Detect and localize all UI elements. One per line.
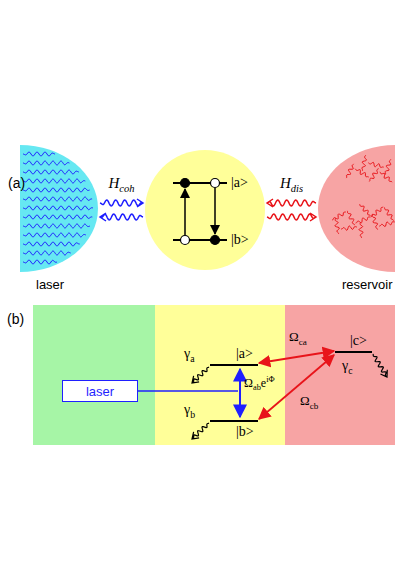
light-wave <box>23 179 85 183</box>
thermal-wave <box>379 222 394 227</box>
laser-shape <box>20 145 98 272</box>
atom-circle <box>145 150 265 270</box>
transition-arrow <box>184 189 186 235</box>
annotation: γc <box>342 359 353 373</box>
node-label: |b> <box>231 233 249 247</box>
annotation: Ωcb <box>300 394 318 407</box>
light-wave <box>23 233 86 237</box>
transition-arrow <box>214 188 216 234</box>
level-c <box>335 351 372 353</box>
text-part: b <box>190 409 195 420</box>
text-part: Ω <box>244 376 253 390</box>
annotation: γb <box>184 403 195 417</box>
thermal-wave <box>360 204 371 216</box>
atom-system: |a> |b> <box>145 150 265 270</box>
thermal-wave <box>368 162 383 167</box>
light-wave <box>23 161 69 165</box>
text-part: c <box>348 365 352 376</box>
text-part: Ω <box>300 393 310 408</box>
reservoir-bath: reservoir <box>318 145 395 272</box>
thermal-wave <box>341 226 357 230</box>
annotation: |c> <box>350 334 367 348</box>
text-part: iΦ <box>266 375 274 384</box>
node-shape <box>318 145 395 272</box>
text-part: H <box>280 175 291 191</box>
text-part: γ <box>184 402 190 417</box>
node-label: |a> <box>231 176 248 190</box>
text-part: cb <box>310 401 319 411</box>
light-wave <box>23 170 79 174</box>
thermal-wave <box>332 212 346 220</box>
annotation: ΩabeiΦ <box>244 377 275 389</box>
text-part: γ <box>342 358 348 373</box>
thermal-wave <box>356 217 371 223</box>
text-part: e <box>261 376 266 390</box>
light-wave <box>23 215 92 219</box>
text-part: dis <box>291 183 303 194</box>
text-part: H <box>108 175 119 191</box>
annotation: |b> <box>236 425 254 439</box>
reservoir-shape <box>318 145 395 272</box>
interaction-waves <box>267 199 316 221</box>
population-dot <box>211 179 220 188</box>
thermal-wave <box>384 207 393 220</box>
decay-wave <box>192 367 209 383</box>
interaction-waves <box>100 199 143 221</box>
thermal-wave <box>385 159 391 174</box>
node-shape <box>145 150 265 270</box>
text-part: ca <box>299 337 307 347</box>
coupling-arrow <box>259 351 334 363</box>
light-wave <box>23 251 71 255</box>
light-wave <box>23 197 92 201</box>
thermal-wave <box>355 169 369 177</box>
thermal-wave <box>380 172 392 182</box>
laser-box: laser <box>62 380 138 402</box>
thermal-wave <box>369 169 378 182</box>
thermal-wave <box>362 155 367 171</box>
level-a <box>210 364 258 366</box>
thermal-wave <box>372 214 377 229</box>
population-dot <box>211 236 220 245</box>
text-part: ab <box>253 383 261 392</box>
coupling-arrow <box>259 355 334 419</box>
annotation: γa <box>184 347 195 361</box>
thermal-wave <box>346 164 354 178</box>
light-wave <box>23 242 80 246</box>
laser-source: laser <box>20 145 98 272</box>
laser-beam <box>138 390 238 392</box>
node-shape <box>20 145 98 272</box>
light-wave <box>23 206 93 210</box>
thermal-wave <box>335 218 340 234</box>
edge-label: Hcoh <box>108 176 134 191</box>
annotation: (b) <box>7 312 24 326</box>
population-dot <box>181 236 190 245</box>
annotation: Ωca <box>289 330 307 343</box>
annotation: |a> <box>236 347 253 361</box>
text-part: coh <box>119 183 134 194</box>
decay-wave <box>373 354 387 377</box>
atom-band <box>155 305 285 445</box>
text-part: γ <box>184 346 190 361</box>
light-wave <box>23 260 57 264</box>
node-label: reservoir <box>342 278 393 291</box>
laser-band <box>33 305 155 445</box>
light-wave <box>23 188 90 192</box>
decay-wave <box>192 423 209 439</box>
light-wave <box>23 152 55 156</box>
text-part: Ω <box>289 329 299 344</box>
text-part: a <box>190 353 194 364</box>
coupling-arrow <box>239 369 241 417</box>
node-label: laser <box>86 385 114 398</box>
edge-label: Hdis <box>280 176 303 191</box>
reservoir-band <box>285 305 395 445</box>
level-b <box>210 420 258 422</box>
thermal-wave <box>347 211 354 225</box>
thermal-wave <box>359 222 363 238</box>
node-label: laser <box>36 278 64 291</box>
population-dot <box>181 179 190 188</box>
annotation: (a) <box>8 176 25 190</box>
light-wave <box>23 224 90 228</box>
